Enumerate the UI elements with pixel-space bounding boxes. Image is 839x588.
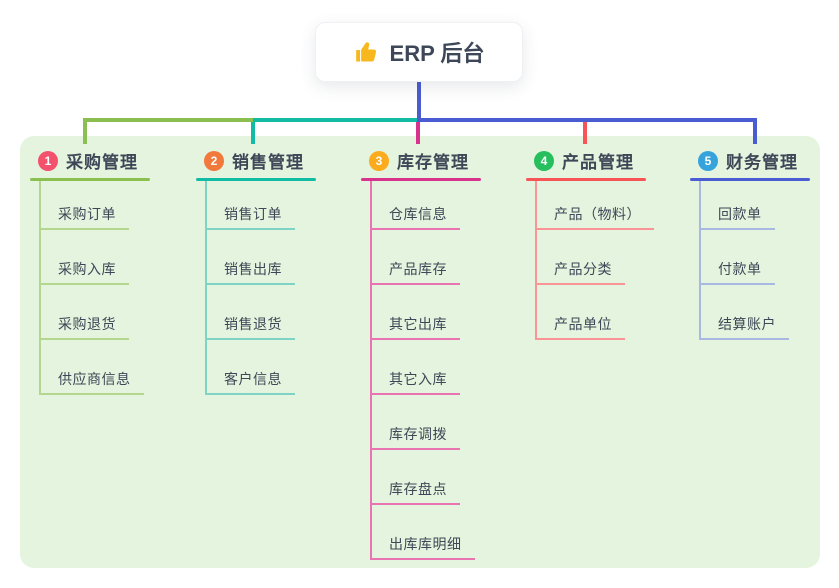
branch-purchase-children: 采购订单采购入库采购退货供应商信息 (39, 181, 150, 395)
child-node[interactable]: 采购退货 (41, 285, 129, 340)
child-node[interactable]: 仓库信息 (372, 181, 460, 230)
branch-underline (526, 178, 646, 181)
child-node[interactable]: 采购订单 (41, 181, 129, 230)
branch-product: 4 产品管理产品（物料） 产品分类产品单位 (526, 146, 654, 340)
child-node[interactable]: 产品（物料） (537, 181, 654, 230)
child-node[interactable]: 产品分类 (537, 230, 625, 285)
child-node-label: 产品（物料） (554, 206, 641, 222)
child-node[interactable]: 销售退货 (207, 285, 295, 340)
branch-title: 采购管理 (66, 153, 138, 172)
branch-sales-children: 销售订单销售出库销售退货客户信息 (205, 181, 316, 395)
child-node-label: 库存盘点 (389, 481, 447, 497)
child-node-label: 供应商信息 (58, 371, 131, 387)
branch-finance-header[interactable]: 5 财务管理 (690, 146, 810, 175)
child-node-label: 销售退货 (224, 316, 282, 332)
branch-purchase: 1 采购管理采购订单采购入库采购退货供应商信息 (30, 146, 150, 395)
child-node-label: 销售订单 (224, 206, 282, 222)
child-node[interactable]: 库存盘点 (372, 450, 460, 505)
child-node[interactable]: 销售订单 (207, 181, 295, 230)
branch-underline (30, 178, 150, 181)
child-node-label: 采购入库 (58, 261, 116, 277)
branch-number-badge: 3 (369, 150, 389, 171)
child-node-label: 库存调拨 (389, 426, 447, 442)
branch-underline (361, 178, 481, 181)
child-node-label: 采购退货 (58, 316, 116, 332)
branch-sales-header[interactable]: 2 销售管理 (196, 146, 316, 175)
thumbs-up-icon (354, 39, 380, 65)
branch-number-badge: 2 (204, 150, 224, 171)
child-node-label: 付款单 (718, 261, 762, 277)
branch-title: 销售管理 (232, 153, 304, 172)
child-node-label: 采购订单 (58, 206, 116, 222)
branch-underline (196, 178, 316, 181)
child-node-label: 结算账户 (718, 316, 776, 332)
child-node[interactable]: 产品单位 (537, 285, 625, 340)
child-node[interactable]: 其它出库 (372, 285, 460, 340)
branch-inventory-header[interactable]: 3 库存管理 (361, 146, 481, 175)
child-node-label: 仓库信息 (389, 206, 447, 222)
child-node[interactable]: 库存调拨 (372, 395, 460, 450)
child-node[interactable]: 回款单 (701, 181, 775, 230)
branch-number-badge: 4 (534, 150, 554, 171)
child-node[interactable]: 出库库明细 (372, 505, 475, 560)
child-node[interactable]: 付款单 (701, 230, 775, 285)
branch-title: 财务管理 (726, 153, 798, 172)
root-node-label: ERP 后台 (389, 41, 485, 66)
child-node[interactable]: 客户信息 (207, 340, 295, 395)
child-node[interactable]: 结算账户 (701, 285, 789, 340)
branch-inventory-children: 仓库信息产品库存其它出库其它入库库存调拨库存盘点出库库明细 (370, 181, 481, 560)
branch-number-badge: 5 (698, 150, 718, 171)
child-node-label: 客户信息 (224, 371, 282, 387)
branch-title: 产品管理 (562, 153, 634, 172)
child-node-label: 产品库存 (389, 261, 447, 277)
branch-finance-children: 回款单付款单结算账户 (699, 181, 810, 340)
child-node[interactable]: 产品库存 (372, 230, 460, 285)
child-node[interactable]: 其它入库 (372, 340, 460, 395)
mindmap-root-node[interactable]: ERP 后台 (315, 22, 523, 82)
child-node-label: 其它出库 (389, 316, 447, 332)
child-node[interactable]: 销售出库 (207, 230, 295, 285)
branch-inventory: 3 库存管理仓库信息产品库存其它出库其它入库库存调拨库存盘点出库库明细 (361, 146, 481, 560)
child-node-label: 产品分类 (554, 261, 612, 277)
child-node[interactable]: 供应商信息 (41, 340, 144, 395)
child-node-label: 其它入库 (389, 371, 447, 387)
child-node-label: 销售出库 (224, 261, 282, 277)
branches-background-panel (20, 136, 820, 568)
branch-number-badge: 1 (38, 150, 58, 171)
child-node[interactable]: 采购入库 (41, 230, 129, 285)
branch-sales: 2 销售管理销售订单销售出库销售退货客户信息 (196, 146, 316, 395)
branch-product-children: 产品（物料） 产品分类产品单位 (535, 181, 654, 340)
child-node-label: 产品单位 (554, 316, 612, 332)
branch-finance: 5 财务管理回款单付款单结算账户 (690, 146, 810, 340)
branch-title: 库存管理 (397, 153, 469, 172)
child-node-label: 回款单 (718, 206, 762, 222)
branch-underline (690, 178, 810, 181)
branch-purchase-header[interactable]: 1 采购管理 (30, 146, 150, 175)
branch-product-header[interactable]: 4 产品管理 (526, 146, 654, 175)
child-node-label: 出库库明细 (389, 536, 462, 552)
